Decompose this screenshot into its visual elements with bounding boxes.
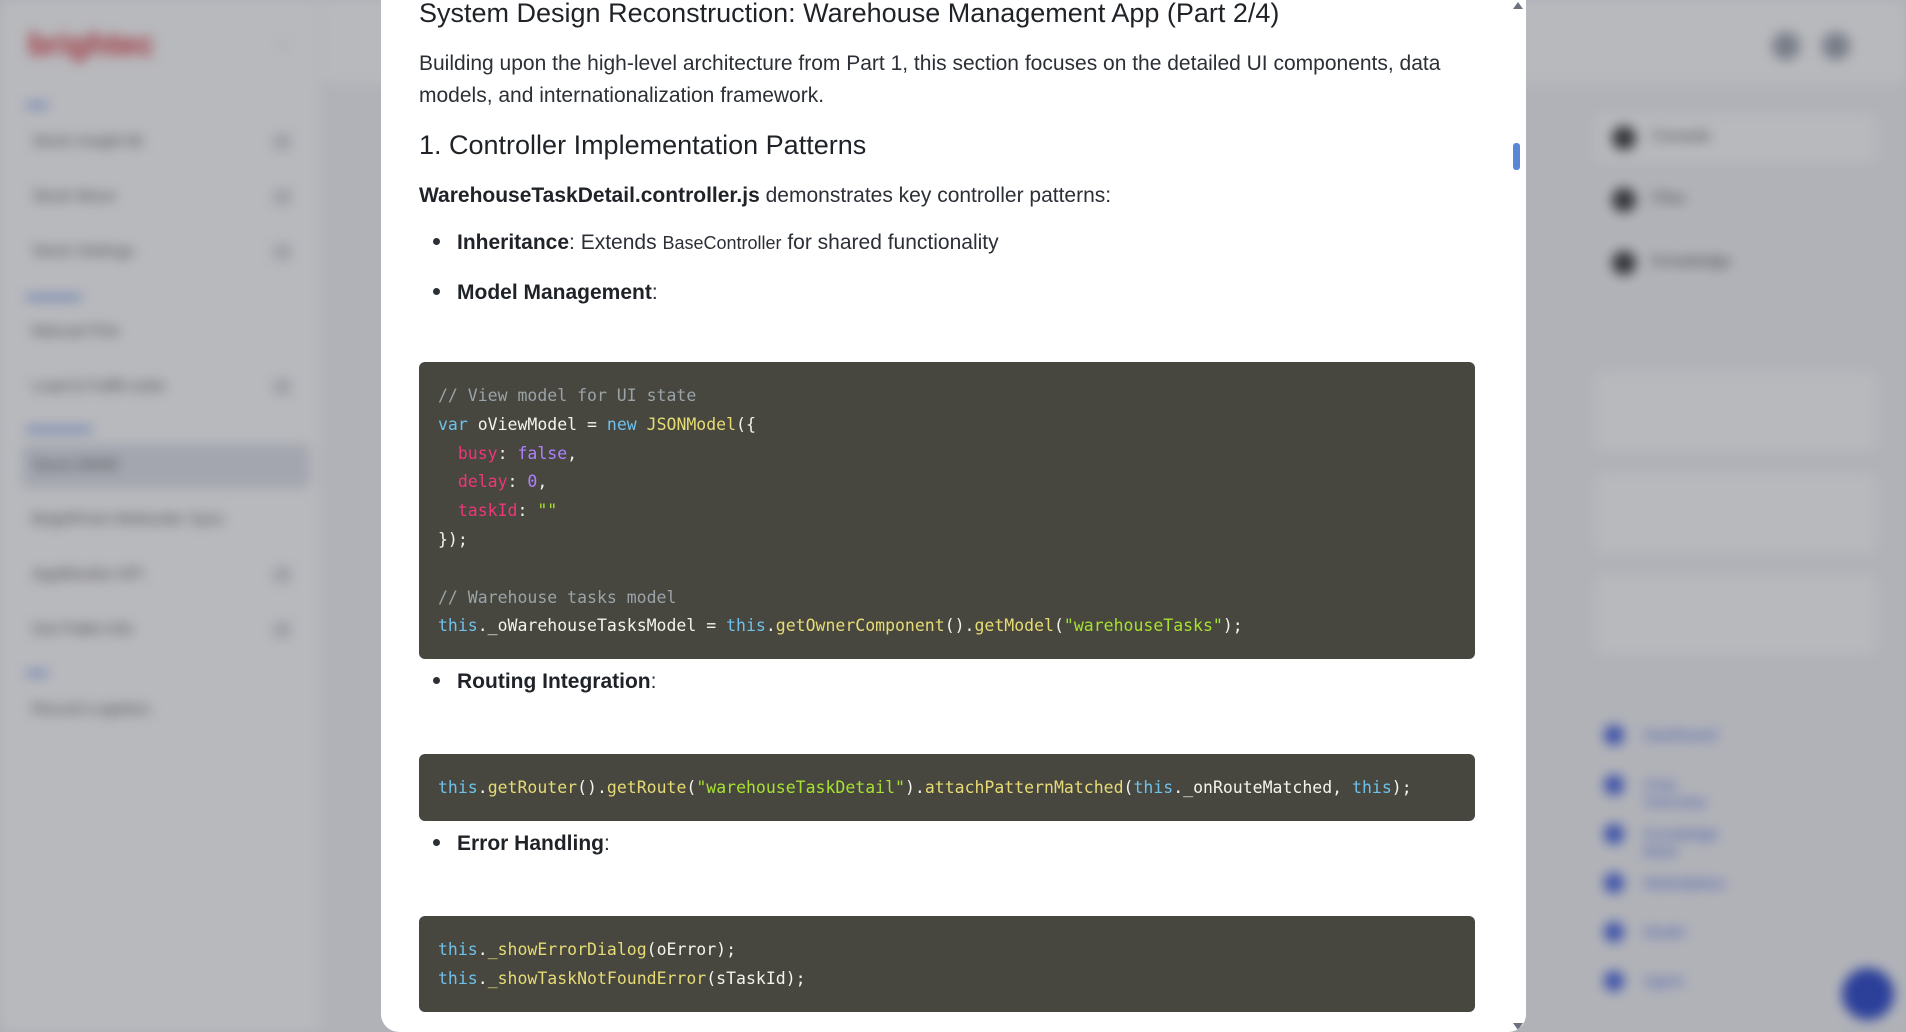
- bg-sidebar-item[interactable]: Record Logistics: [32, 701, 151, 718]
- code-block-model: // View model for UI state var oViewMode…: [419, 362, 1475, 659]
- lead-file-name: WarehouseTaskDetail.controller.js: [419, 184, 760, 207]
- bg-section-label: ▬▬▬▬▬: [26, 290, 81, 302]
- collapse-icon[interactable]: ‹: [280, 36, 286, 53]
- theme-toggle-icon[interactable]: [1772, 32, 1800, 60]
- intro-paragraph: Building upon the high-level architectur…: [419, 52, 1441, 107]
- lead-paragraph: WarehouseTaskDetail.controller.js demons…: [419, 184, 1111, 208]
- user-icon[interactable]: [1822, 32, 1850, 60]
- bg-sidebar-item[interactable]: Manual Pick: [32, 323, 120, 340]
- bg-right-card: [1594, 112, 1878, 164]
- document-modal: System Design Reconstruction: Warehouse …: [381, 0, 1526, 1032]
- scroll-up-arrow-icon[interactable]: [1513, 2, 1523, 9]
- bg-section-label: ▬▬▬▬▬▬: [26, 422, 92, 434]
- bg-right-card: [1594, 574, 1878, 656]
- lead-text: demonstrates key controller patterns:: [759, 184, 1112, 207]
- bg-right-item[interactable]: Files: [1612, 180, 1862, 220]
- scrollbar-thumb[interactable]: [1513, 143, 1520, 170]
- scroll-down-arrow-icon[interactable]: [1513, 1023, 1523, 1030]
- inline-code: BaseController: [662, 233, 782, 253]
- bg-section-label: ▬▬: [26, 98, 48, 110]
- bullet-routing-integration: Routing Integration:: [433, 670, 656, 694]
- modal-scrollbar[interactable]: [1509, 0, 1526, 1032]
- bg-sidebar-item-active[interactable]: Stock MWM: [22, 444, 310, 488]
- bg-right-card: [1594, 472, 1878, 554]
- bullet-model-management: Model Management:: [433, 281, 658, 305]
- code-block-routing: this.getRouter().getRoute("warehouseTask…: [419, 754, 1475, 821]
- document-title: System Design Reconstruction: Warehouse …: [419, 0, 1280, 28]
- bg-sidebar-item[interactable]: BrightPoint Weborder Sync: [32, 511, 225, 528]
- bullet-inheritance: Inheritance: Extends BaseController for …: [433, 231, 999, 255]
- bullet-error-handling: Error Handling:: [433, 832, 610, 856]
- bg-right-card: [1594, 370, 1878, 452]
- bg-section-label: ▬▬: [26, 666, 48, 678]
- chat-fab-button[interactable]: [1842, 968, 1894, 1020]
- section-heading: 1. Controller Implementation Patterns: [419, 130, 867, 160]
- code-block-error: this._showErrorDialog(oError); this._sho…: [419, 916, 1475, 1012]
- bg-right-item[interactable]: Knowledge: [1612, 243, 1862, 283]
- bg-right-item[interactable]: Console: [1612, 118, 1862, 158]
- app-logo: brightec: [28, 26, 155, 62]
